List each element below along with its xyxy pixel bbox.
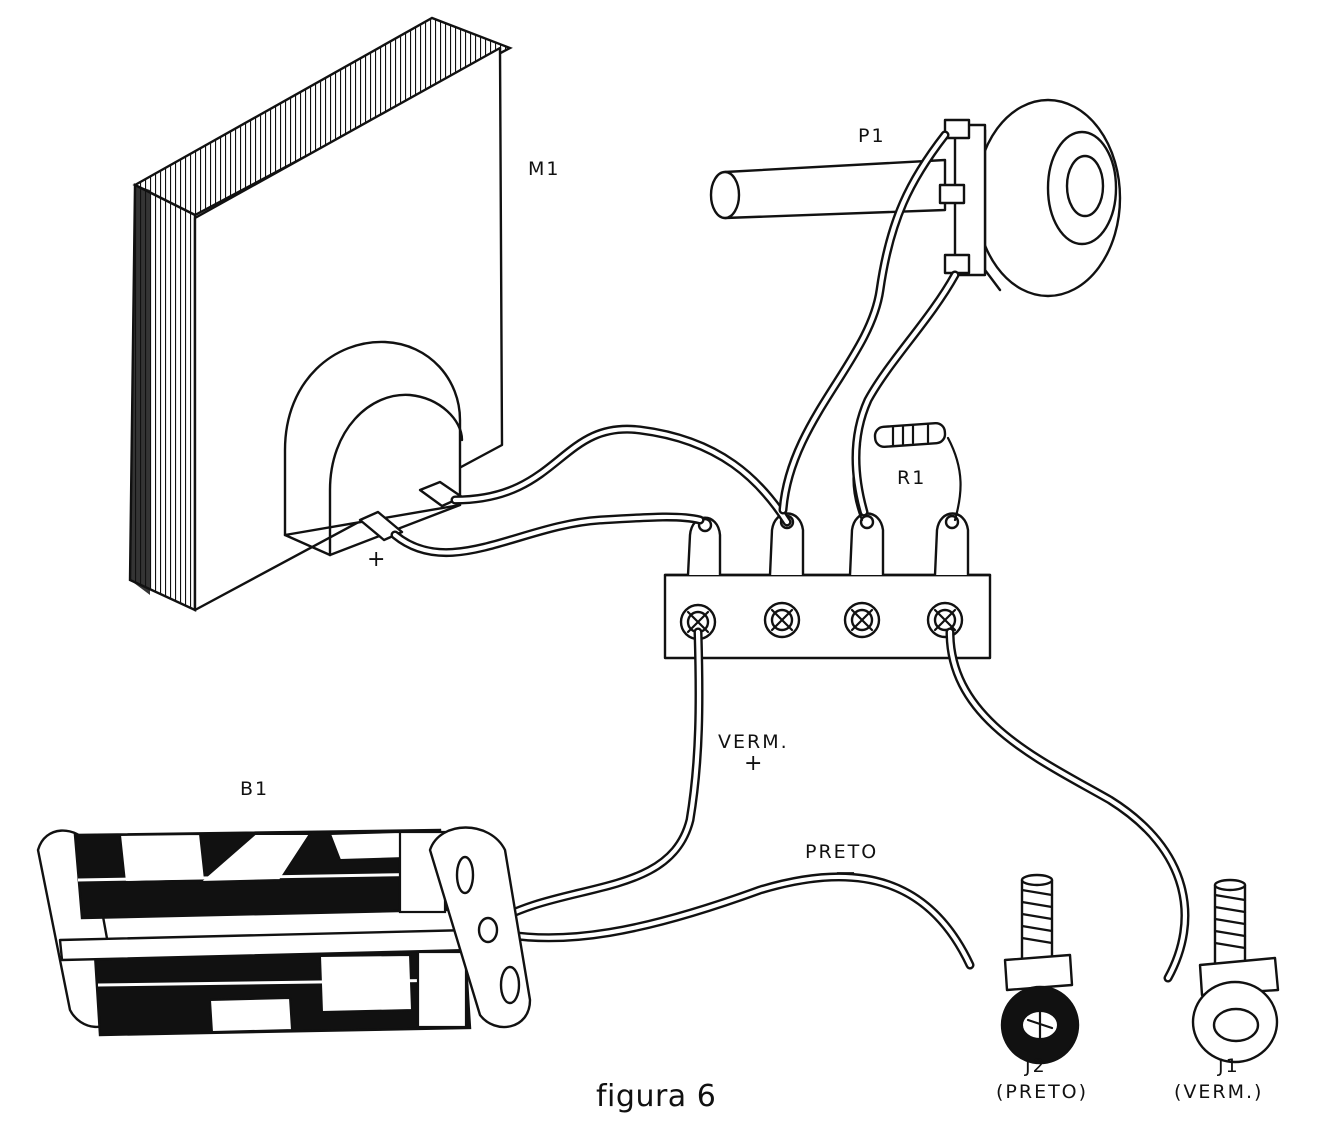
jack-j2: J2 (PRETO) (996, 873, 1088, 1103)
strip-screw-3 (843, 601, 881, 639)
terminal-strip (663, 512, 992, 660)
strip-screw-4 (926, 601, 964, 639)
j2-nut (1003, 953, 1074, 992)
pot-terminal-1 (943, 118, 971, 140)
resistor-ref-label: R1 (897, 467, 926, 489)
pot-terminal-2 (938, 183, 966, 205)
wire-red-sign: + (744, 751, 764, 776)
battery-ref-label: B1 (240, 778, 269, 800)
strip-lug-1 (686, 516, 722, 576)
j1-ref-label: J1 (1217, 1055, 1240, 1077)
figure-caption: figura 6 (596, 1079, 716, 1114)
j2-color-label: (PRETO) (996, 1081, 1088, 1103)
resistor-body (873, 421, 947, 449)
j1-insulator (1191, 980, 1279, 1064)
meter-m1: M1 + (128, 16, 560, 612)
strip-lug-4 (933, 512, 970, 576)
wire-black-label: PRETO (805, 841, 878, 863)
pot-bracket (953, 123, 987, 277)
wire-black-sign: — (836, 861, 857, 883)
strip-lug-2 (768, 512, 805, 576)
wire-meter-pos (390, 512, 705, 557)
resistor-r1: R1 (852, 421, 962, 522)
pot-terminal-3 (943, 253, 971, 275)
j2-ref-label: J2 (1024, 1055, 1047, 1077)
wire-j1 (945, 627, 1190, 983)
wires: VERM. + PRETO — (390, 130, 1190, 983)
pot-ref-label: P1 (858, 125, 886, 147)
wire-battery-red (485, 627, 704, 930)
j1-color-label: (VERM.) (1174, 1081, 1263, 1103)
meter-housing (283, 340, 462, 537)
meter-ref-label: M1 (528, 158, 560, 180)
jack-j1: J1 (VERM.) (1174, 878, 1280, 1103)
meter-plus-mark: + (367, 547, 387, 572)
strip-screw-1 (679, 603, 717, 641)
meter-housing-arc (328, 393, 464, 557)
potentiometer-p1: P1 (709, 98, 1122, 298)
wire-red-label: VERM. (718, 731, 789, 753)
battery-b1: B1 (36, 778, 532, 1037)
strip-screw-2 (763, 601, 801, 639)
meter-side-shadow (130, 185, 150, 595)
strip-lug-3 (848, 512, 885, 576)
wire-meter-neg (450, 424, 792, 527)
